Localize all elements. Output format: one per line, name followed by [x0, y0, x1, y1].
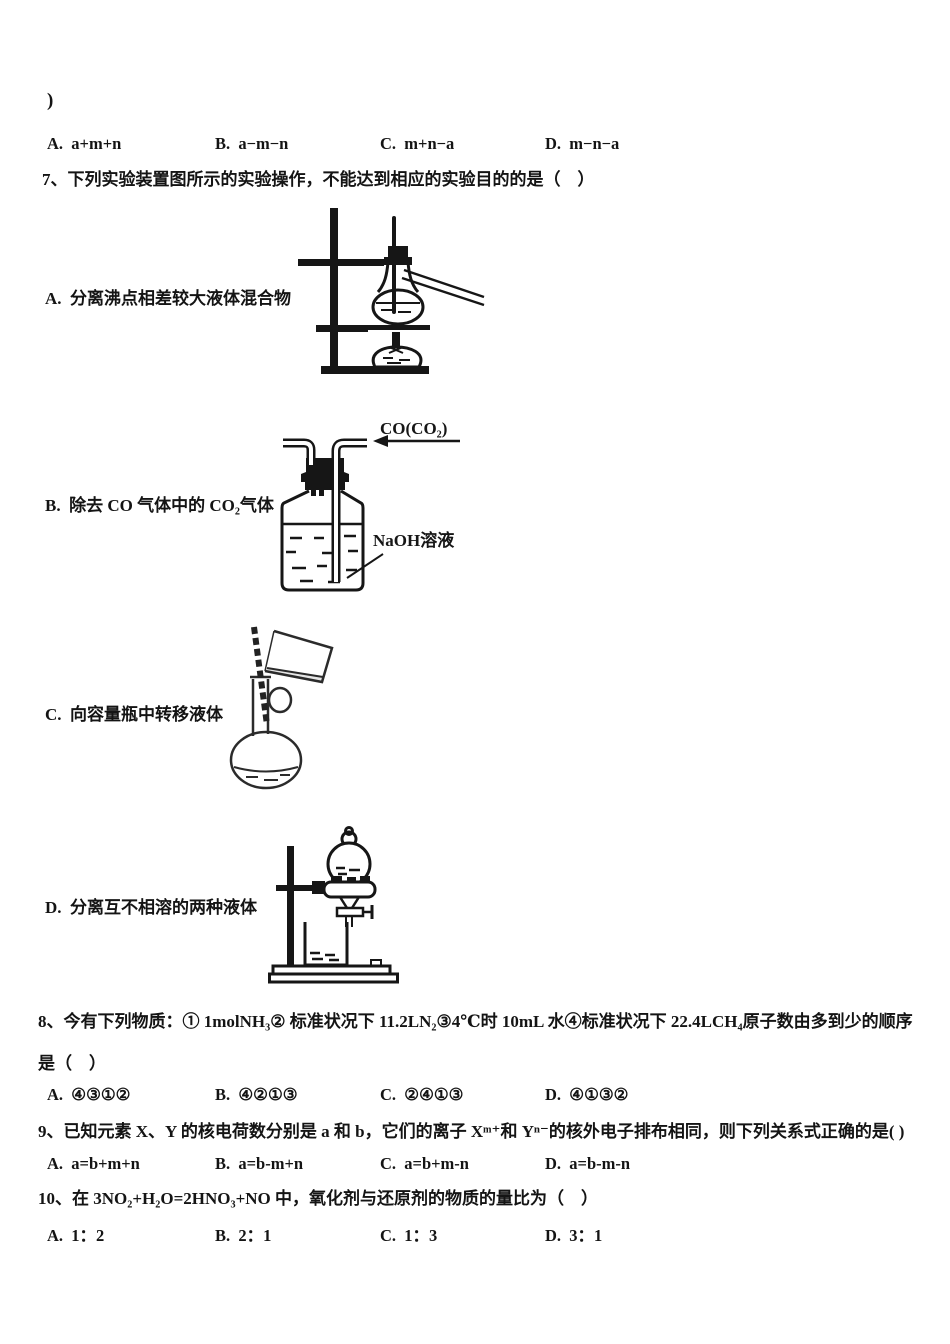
q10-option-c: C. 1：3 [380, 1226, 438, 1245]
q8-option-a: A. ④③①② [47, 1085, 131, 1104]
q9-option-b: B. a=b-m+n [215, 1154, 304, 1173]
q6-options-row: A. a+m+n B. a−m−n C. m+n−a D. m−n−a [0, 134, 950, 158]
q7-choice-d-label: D. 分离互不相溶的两种液体 [45, 898, 258, 917]
q7-stem: 7、下列实验装置图所示的实验操作，不能达到相应的实验目的的是（ ） [42, 170, 595, 189]
q9-options-row: A. a=b+m+n B. a=b-m+n C. a=b+m-n D. a=b-… [0, 1154, 950, 1178]
separating-funnel-figure [268, 826, 399, 984]
q9-option-c: C. a=b+m-n [380, 1154, 469, 1173]
q10-option-a: A. 1：2 [47, 1226, 105, 1245]
q9-option-d: D. a=b-m-n [545, 1154, 631, 1173]
volumetric-flask-transfer-figure [229, 626, 334, 790]
q7-choice-c-label: C. 向容量瓶中转移液体 [45, 705, 224, 724]
q9-stem: 9、已知元素 X、Y 的核电荷数分别是 a 和 b，它们的离子 Xᵐ⁺和 Yⁿ⁻… [38, 1122, 905, 1141]
distillation-apparatus-figure [298, 208, 485, 374]
q10-stem: 10、在 3NO₂+H₂O=2HNO₃+NO 中，氧化剂与还原剂的物质的量比为（… [38, 1189, 599, 1208]
q6-option-d: D. m−n−a [545, 134, 620, 153]
q6-option-b: B. a−m−n [215, 134, 289, 153]
q7-choice-a-label: A. 分离沸点相差较大液体混合物 [45, 289, 292, 308]
stray-close-paren: ) [47, 90, 54, 111]
gas-flow-label: CO(CO₂) [380, 419, 447, 438]
q8-stem-line2: 是（ ） [38, 1054, 106, 1073]
q8-stem-line1: 8、今有下列物质：① 1molNH₃② 标准状况下 11.2LN₂③4℃时 10… [38, 1012, 913, 1031]
q10-options-row: A. 1：2 B. 2：1 C. 1：3 D. 3：1 [0, 1222, 950, 1246]
q6-option-a: A. a+m+n [47, 134, 122, 153]
q8-options-row: A. ④③①② B. ④②①③ C. ②④①③ D. ④①③② [0, 1085, 950, 1109]
q9-option-a: A. a=b+m+n [47, 1154, 140, 1173]
gas-washing-bottle-figure: CO(CO₂) NaOH溶液 [280, 419, 460, 592]
naoh-solution-label: NaOH溶液 [373, 530, 454, 550]
q10-option-d: D. 3：1 [545, 1226, 603, 1245]
q8-option-c: C. ②④①③ [380, 1085, 464, 1104]
q8-option-b: B. ④②①③ [215, 1085, 298, 1104]
q8-option-d: D. ④①③② [545, 1085, 629, 1104]
q7-choice-b-label: B. 除去 CO 气体中的 CO₂气体 [45, 496, 274, 515]
q6-option-c: C. m+n−a [380, 134, 455, 153]
q10-option-b: B. 2：1 [215, 1226, 272, 1245]
